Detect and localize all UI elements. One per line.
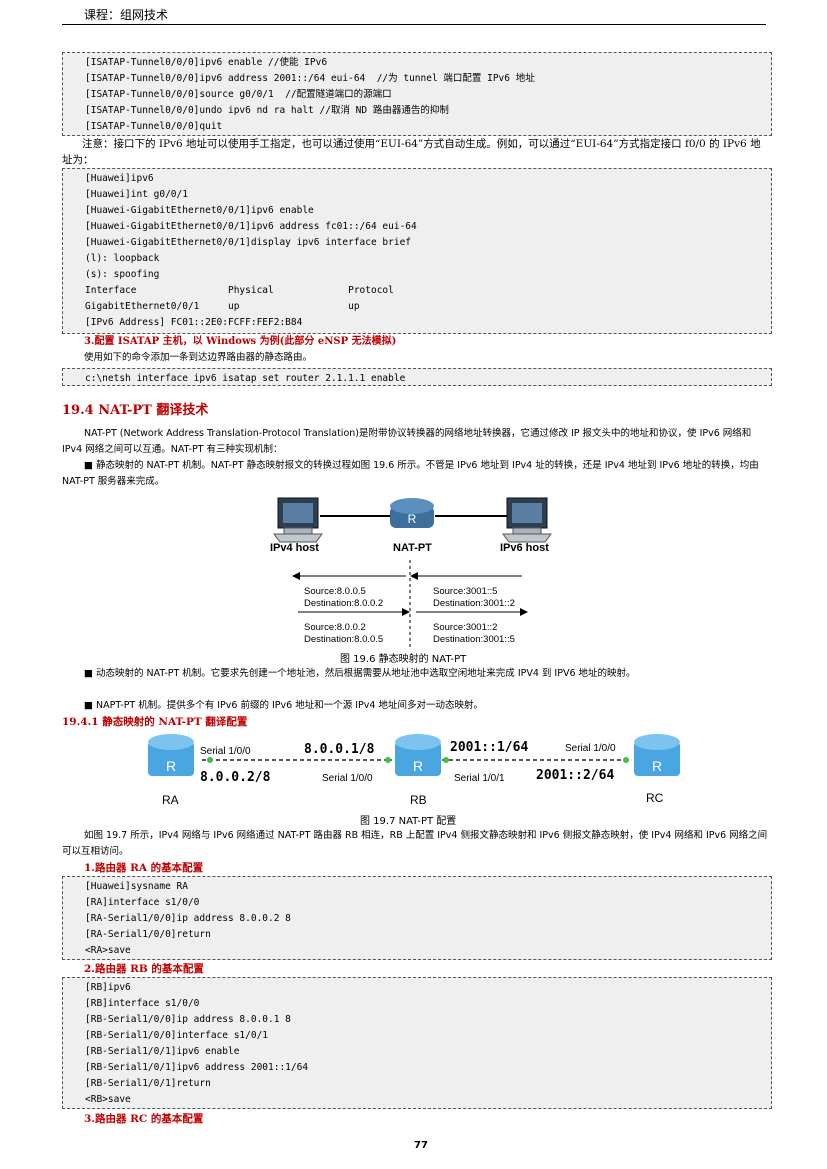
code-line: <RB>save — [85, 1094, 131, 1105]
subsection-title: 19.4.1 静态映射的 NAT-PT 翻译配置 — [62, 716, 248, 728]
code-line: Interface Physical Protocol — [85, 285, 394, 296]
code-line: [RA]interface s1/0/0 — [85, 897, 200, 908]
ipv4-host-icon — [273, 497, 323, 543]
section-title: 19.4 NAT-PT 翻译技术 — [62, 403, 209, 418]
rb-ipv6-address: 2001::1/64 — [450, 740, 528, 755]
step3-heading: 3.配置 ISATAP 主机，以 Windows 为例(此部分 eNSP 无法模… — [84, 336, 397, 347]
fig1-right-source-1: Source:3001::5 — [433, 586, 497, 597]
code-line: [Huawei-GigabitEthernet0/0/1]display ipv… — [85, 237, 412, 248]
rb-port-right-label: Serial 1/0/1 — [454, 773, 505, 784]
paragraph-figure-description: 如图 19.7 所示，IPv4 网络与 IPv6 网络通过 NAT-PT 路由器… — [62, 830, 768, 857]
code-line: [ISATAP-Tunnel0/0/0]ipv6 enable //使能 IPv… — [85, 57, 328, 68]
code-line: (l): loopback — [85, 253, 160, 264]
fig1-left-source-1: Source:8.0.0.5 — [304, 586, 366, 597]
heading-rb-config: 2.路由器 RB 的基本配置 — [84, 963, 204, 975]
step3-description: 使用如下的命令添加一条到达边界路由器的静态路由。 — [84, 352, 313, 363]
note-eui64: 注意：接口下的 IPv6 地址可以使用手工指定，也可以通过使用“EUI-64”方… — [62, 138, 761, 166]
code-line: [RB-Serial1/0/0]interface s1/0/1 — [85, 1030, 269, 1041]
natpt-label: NAT-PT — [393, 542, 432, 554]
code-line: [ISATAP-Tunnel0/0/0]undo ipv6 nd ra halt… — [85, 105, 449, 116]
router-rb-icon: R — [395, 734, 441, 776]
code-line: [RB-Serial1/0/0]ip address 8.0.0.1 8 — [85, 1014, 291, 1025]
fig1-left-dest-1: Destination:8.0.0.2 — [304, 598, 383, 609]
paragraph-natpt-intro: NAT-PT (Network Address Translation-Prot… — [62, 428, 752, 455]
heading-ra-config: 1.路由器 RA 的基本配置 — [84, 862, 204, 874]
figure-19-6-caption: 图 19.6 静态映射的 NAT-PT — [340, 654, 467, 665]
rb-label: RB — [410, 793, 427, 807]
ra-label: RA — [162, 793, 179, 807]
code-block-ra: [Huawei]sysname RA [RA]interface s1/0/0 [R… — [62, 876, 772, 960]
code-line: [RB-Serial1/0/1]return — [85, 1078, 211, 1089]
fig1-left-source-2: Source:8.0.0.2 — [304, 622, 366, 633]
code-line: [Huawei-GigabitEthernet0/0/1]ipv6 enable — [85, 205, 314, 216]
code-line: [Huawei]int g0/0/1 — [85, 189, 188, 200]
code-line: [ISATAP-Tunnel0/0/0]source g0/0/1 //配置隧道… — [85, 89, 392, 100]
figure-19-7-caption: 图 19.7 NAT-PT 配置 — [360, 816, 457, 827]
ra-port-label: Serial 1/0/0 — [200, 746, 251, 757]
page-number: 77 — [414, 1140, 428, 1151]
svg-text:R: R — [166, 758, 176, 774]
code-line: [Huawei]ipv6 — [85, 173, 154, 184]
svg-text:R: R — [413, 758, 423, 774]
code-block-isatap-tunnel: [ISATAP-Tunnel0/0/0]ipv6 enable //使能 IPv… — [62, 52, 772, 136]
code-line: [RA-Serial1/0/0]return — [85, 929, 211, 940]
rb-ipv4-address: 8.0.0.1/8 — [304, 742, 375, 757]
code-line: [RA-Serial1/0/0]ip address 8.0.0.2 8 — [85, 913, 291, 924]
code-line: (s): spoofing — [85, 269, 160, 280]
paragraph-napt-pt: ■ NAPT-PT 机制。提供多个有 IPv6 前缀的 IPv6 地址和一个源 … — [84, 700, 483, 711]
code-line: [IPv6 Address] FC01::2E0:FCFF:FEF2:B84 — [85, 317, 303, 328]
code-line: c:\netsh interface ipv6 isatap set route… — [85, 373, 406, 384]
code-line: [ISATAP-Tunnel0/0/0]quit — [85, 121, 223, 132]
code-block-netsh: c:\netsh interface ipv6 isatap set route… — [62, 368, 772, 386]
rb-port-left-label: Serial 1/0/0 — [322, 773, 373, 784]
fig1-right-dest-2: Destination:3001::5 — [433, 634, 515, 645]
router-ra-icon: R — [148, 734, 194, 776]
fig1-right-dest-1: Destination:3001::2 — [433, 598, 515, 609]
rc-address: 2001::2/64 — [536, 768, 614, 783]
code-line: [RB-Serial1/0/1]ipv6 address 2001::1/64 — [85, 1062, 309, 1073]
code-line: <RA>save — [85, 945, 131, 956]
figure-19-7: R R R Serial 1/0/0 8.0.0.2/8 8.0.0.1/8 S… — [148, 734, 680, 807]
code-line: [Huawei-GigabitEthernet0/0/1]ipv6 addres… — [85, 221, 417, 232]
code-block-huawei-ipv6: [Huawei]ipv6 [Huawei]int g0/0/1 [Huawei-Gi… — [62, 168, 772, 334]
paragraph-static-mapping: ■ 静态映射的 NAT-PT 机制。NAT-PT 静态映射报文的转换过程如图 1… — [62, 460, 759, 487]
heading-rc-config: 3.路由器 RC 的基本配置 — [84, 1113, 204, 1125]
natpt-router-icon: R — [390, 498, 434, 528]
code-block-rb: [RB]ipv6 [RB]interface s1/0/0 [RB-Serial1/… — [62, 977, 772, 1109]
ipv4-host-label: IPv4 host — [270, 542, 319, 554]
ipv6-host-icon — [502, 497, 552, 543]
code-line: [RB]ipv6 — [85, 982, 131, 993]
code-line: [ISATAP-Tunnel0/0/0]ipv6 address 2001::/… — [85, 73, 535, 84]
svg-text:R: R — [652, 758, 662, 774]
router-letter: R — [408, 512, 417, 526]
rc-label: RC — [646, 791, 664, 805]
router-rc-icon: R — [634, 734, 680, 776]
code-line: [Huawei]sysname RA — [85, 881, 188, 892]
figure-19-6: R IPv4 host NAT-PT IPv6 host Source:8.0.… — [270, 497, 552, 650]
code-line: [RB]interface s1/0/0 — [85, 998, 200, 1009]
fig1-right-source-2: Source:3001::2 — [433, 622, 497, 633]
paragraph-dynamic-mapping: ■ 动态映射的 NAT-PT 机制。它要求先创建一个地址池，然后根据需要从地址池… — [84, 668, 636, 679]
ipv6-host-label: IPv6 host — [500, 542, 549, 554]
rc-port-label: Serial 1/0/0 — [565, 743, 616, 754]
code-line: GigabitEthernet0/0/1 up up — [85, 301, 360, 312]
ra-address: 8.0.0.2/8 — [200, 770, 271, 785]
code-line: [RB-Serial1/0/1]ipv6 enable — [85, 1046, 240, 1057]
header-rule — [62, 24, 766, 25]
fig1-left-dest-2: Destination:8.0.0.5 — [304, 634, 383, 645]
course-header: 课程：组网技术 — [84, 8, 169, 22]
